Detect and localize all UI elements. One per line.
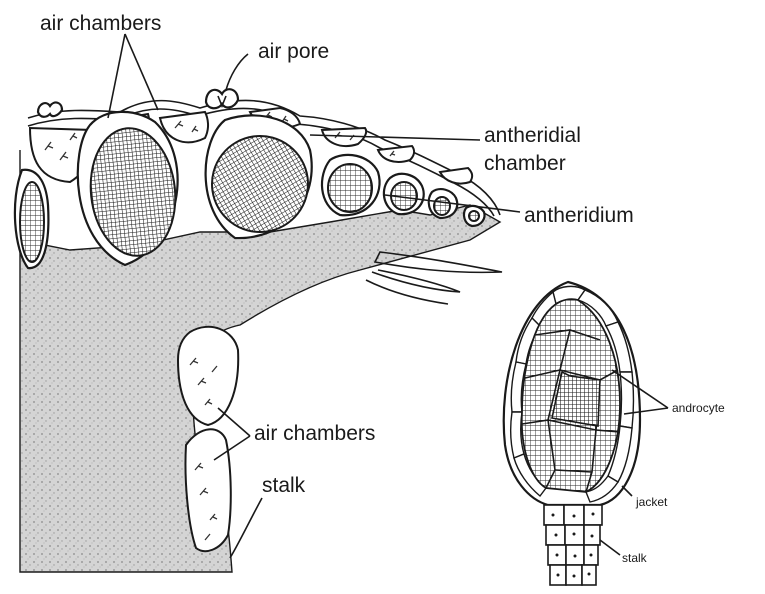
label-antheridial-chamber-1: antheridial bbox=[484, 124, 581, 147]
label-air-chambers-top: air chambers bbox=[40, 12, 161, 35]
antheridium-stalk bbox=[544, 505, 602, 585]
label-air-chambers-stalk: air chambers bbox=[254, 422, 375, 445]
label-stalk-left: stalk bbox=[262, 474, 306, 497]
label-antheridial-chamber-2: chamber bbox=[484, 152, 566, 175]
label-air-pore: air pore bbox=[258, 40, 329, 63]
air-pore-left bbox=[38, 103, 62, 117]
label-antheridium: antheridium bbox=[524, 204, 634, 227]
label-jacket: jacket bbox=[635, 495, 668, 509]
label-stalk-right: stalk bbox=[622, 551, 648, 565]
disc-section bbox=[15, 89, 502, 572]
antheridium-detail bbox=[504, 282, 640, 585]
air-pore bbox=[206, 89, 238, 108]
label-androcyte: androcyte bbox=[672, 401, 725, 415]
